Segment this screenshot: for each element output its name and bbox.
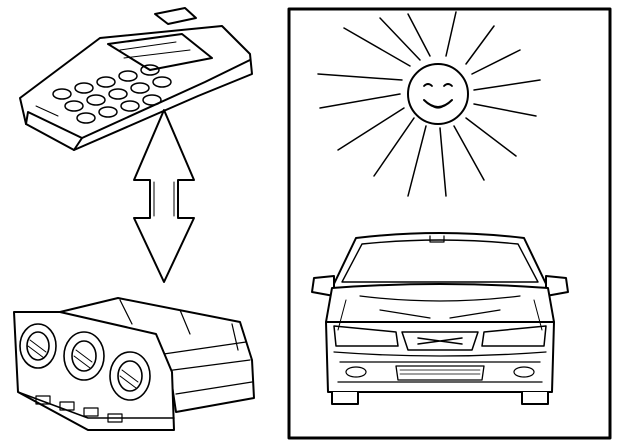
smiling-sun-illustration xyxy=(318,12,540,196)
tester-handset-illustration xyxy=(20,8,252,150)
car-front-illustration xyxy=(312,233,568,404)
double-arrow xyxy=(134,110,194,282)
climate-control-panel-illustration xyxy=(14,298,254,430)
